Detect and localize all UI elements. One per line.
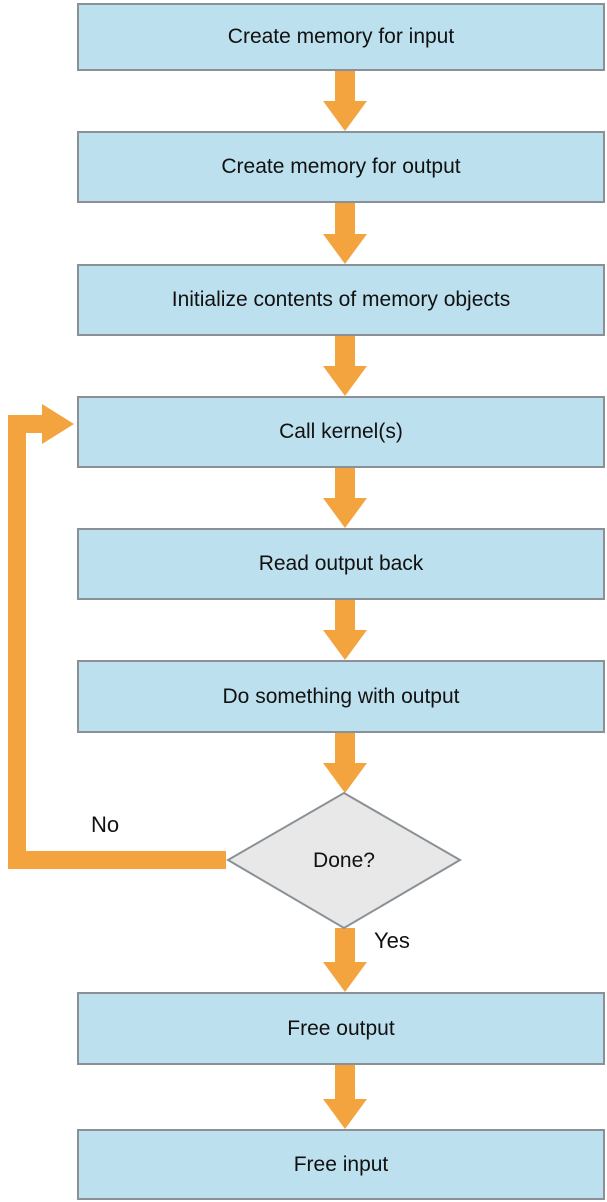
step-label: Do something with output — [222, 684, 460, 708]
step-label: Free output — [287, 1016, 395, 1040]
branch-label-yes: Yes — [374, 928, 410, 953]
arrow-down-1 — [323, 71, 367, 131]
branch-label-no: No — [91, 812, 120, 837]
arrow-down-6 — [323, 1065, 367, 1129]
step-create-memory-output: Create memory for output — [77, 131, 605, 203]
step-free-input: Free input — [77, 1129, 605, 1200]
step-label: Create memory for input — [227, 25, 455, 49]
step-label: Initialize contents of memory objects — [171, 288, 511, 312]
step-free-output: Free output — [77, 992, 605, 1065]
arrow-down-to-decision — [323, 733, 367, 793]
step-label: Free input — [293, 1152, 389, 1176]
step-label: Create memory for output — [221, 155, 461, 179]
step-label: Call kernel(s) — [279, 420, 403, 444]
arrow-down-3 — [323, 336, 367, 396]
decision-diamond — [226, 791, 462, 930]
step-create-memory-input: Create memory for input — [77, 3, 605, 71]
arrow-down-4 — [323, 468, 367, 528]
arrow-down-yes — [323, 928, 367, 992]
step-label: Read output back — [258, 552, 424, 576]
arrow-down-5 — [323, 600, 367, 660]
loop-arrow-no — [8, 404, 226, 869]
step-call-kernels: Call kernel(s) — [77, 396, 605, 468]
step-read-output-back: Read output back — [77, 528, 605, 600]
step-do-something-output: Do something with output — [77, 660, 605, 733]
decision-label: Done? — [313, 848, 375, 872]
arrow-down-2 — [323, 203, 367, 264]
step-initialize-memory: Initialize contents of memory objects — [77, 264, 605, 336]
